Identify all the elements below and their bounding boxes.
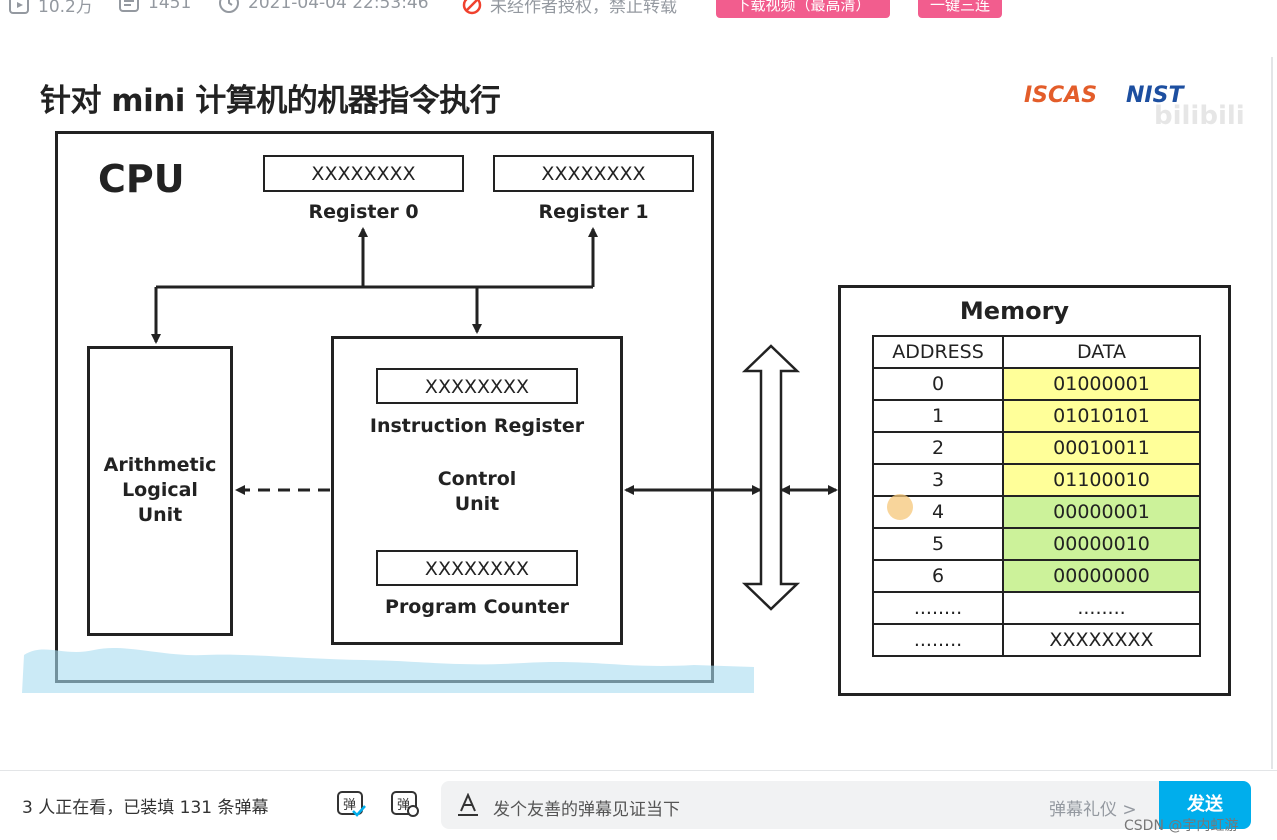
- alu-box: [87, 346, 233, 636]
- danmaku-count: 1451: [118, 0, 191, 14]
- danmaku-icon: [119, 0, 139, 12]
- address-header: ADDRESS: [872, 335, 1004, 369]
- program-counter-label: Program Counter: [385, 596, 569, 618]
- memory-data-cell: ........: [1002, 591, 1201, 625]
- memory-row: ................: [872, 591, 1201, 625]
- download-video-button[interactable]: 下载视频（最高清）: [716, 0, 890, 18]
- play-icon: [9, 0, 29, 14]
- register-0-label: Register 0: [308, 201, 419, 223]
- play-count: 10.2万: [8, 0, 93, 17]
- memory-data-cell: 01000001: [1002, 367, 1201, 401]
- memory-address-cell: ........: [872, 591, 1004, 625]
- cpu-label: CPU: [98, 157, 185, 201]
- memory-address-cell: ........: [872, 623, 1004, 657]
- danmaku-input[interactable]: 发个友善的弹幕见证当下 弹幕礼仪 >: [441, 781, 1161, 829]
- control-unit-label: Control Unit: [437, 468, 517, 515]
- memory-data-cell: 01010101: [1002, 399, 1201, 433]
- memory-address-cell: 2: [872, 431, 1004, 465]
- memory-address-cell: 0: [872, 367, 1004, 401]
- bus-wires: [22, 227, 913, 693]
- danmaku-settings-icon[interactable]: 弹: [389, 787, 421, 819]
- memory-title: Memory: [959, 297, 1070, 325]
- font-style-icon[interactable]: [455, 793, 481, 817]
- memory-address-cell: 1: [872, 399, 1004, 433]
- memory-row: ........XXXXXXXX: [872, 623, 1201, 657]
- video-stats-bar: 10.2万 1451 2021-04-04 22:53:46 未经作者授权，禁止…: [0, 0, 1277, 22]
- program-counter-box: XXXXXXXX: [376, 550, 578, 586]
- video-player[interactable]: 针对 mini 计算机的机器指令执行 ISCAS NIST bilibili C…: [4, 57, 1273, 769]
- svg-text:弹: 弹: [343, 798, 356, 813]
- memory-data-cell: 00010011: [1002, 431, 1201, 465]
- register-0-box: XXXXXXXX: [263, 155, 464, 192]
- memory-data-cell: 00000000: [1002, 559, 1201, 593]
- publish-time: 2021-04-04 22:53:46: [218, 0, 429, 14]
- danmaku-etiquette-link[interactable]: 弹幕礼仪 >: [1049, 800, 1137, 820]
- register-1-box: XXXXXXXX: [493, 155, 694, 192]
- csdn-watermark: CSDN @宇内虹游: [1124, 818, 1239, 834]
- alu-label: Arithmetic Logical Unit: [103, 454, 217, 526]
- system-bus-double-arrow: [741, 344, 801, 611]
- viewer-count: 3 人正在看，已装填 131 条弹幕: [22, 798, 269, 818]
- memory-address-cell: 6: [872, 559, 1004, 593]
- memory-data-cell: XXXXXXXX: [1002, 623, 1201, 657]
- memory-data-cell: 01100010: [1002, 463, 1201, 497]
- instruction-register-label: Instruction Register: [369, 415, 585, 437]
- register-1-label: Register 1: [538, 201, 649, 223]
- clock-icon: [219, 0, 239, 13]
- bilibili-watermark: bilibili: [1154, 101, 1245, 131]
- triple-action-button[interactable]: 一键三连: [918, 0, 1002, 18]
- danmaku-input-placeholder: 发个友善的弹幕见证当下: [493, 800, 680, 820]
- memory-header-row: ADDRESS DATA: [872, 335, 1201, 369]
- copyright-notice: 未经作者授权，禁止转载: [462, 0, 677, 17]
- danmaku-toggle-icon[interactable]: 弹: [335, 787, 367, 819]
- danmaku-bar: 3 人正在看，已装填 131 条弹幕 弹 弹 发个友善的弹幕见证当下 弹幕礼仪 …: [0, 770, 1277, 840]
- memory-address-cell: 5: [872, 527, 1004, 561]
- svg-text:弹: 弹: [397, 798, 410, 813]
- instruction-register-box: XXXXXXXX: [376, 368, 578, 404]
- forbidden-icon: [462, 0, 482, 14]
- send-button[interactable]: 发送: [1159, 781, 1251, 829]
- slide-title: 针对 mini 计算机的机器指令执行: [40, 83, 501, 119]
- blue-scribble-overlay: [22, 648, 754, 693]
- nist-logo: NIST: [1126, 83, 1184, 108]
- memory-address-cell: 3: [872, 463, 1004, 497]
- cursor-highlight: [887, 494, 913, 520]
- memory-data-cell: 00000010: [1002, 527, 1201, 561]
- iscas-logo: ISCAS: [1024, 83, 1098, 108]
- memory-data-cell: 00000001: [1002, 495, 1201, 529]
- data-header: DATA: [1002, 335, 1201, 369]
